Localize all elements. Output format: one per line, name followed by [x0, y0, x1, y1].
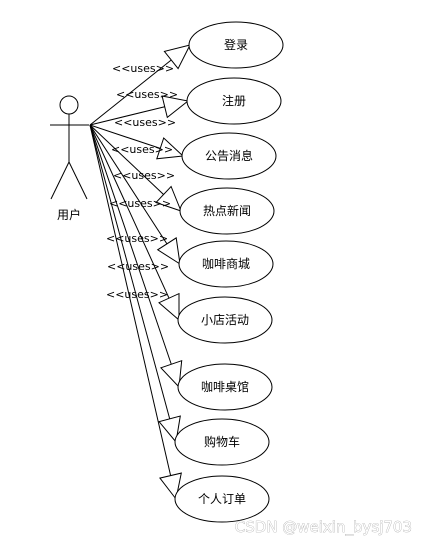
arrowhead [155, 185, 182, 212]
arrowhead [158, 292, 180, 322]
association-links: <<uses>> <<uses>> <<uses>> <<uses>> <<uses>>… [89, 44, 191, 501]
arrowhead [159, 472, 182, 501]
actor-figure: 用户 [50, 95, 89, 222]
uses-line [89, 124, 161, 149]
uses-label: <<uses>> [113, 169, 175, 182]
arrowhead [163, 44, 191, 70]
use-case-label: 个人订单 [198, 492, 246, 506]
use-case-ellipse [174, 475, 270, 523]
actor-label: 用户 [57, 207, 81, 222]
arrowhead [156, 237, 181, 266]
actor-head [59, 95, 79, 115]
watermark: CSDN @weixin_bysj703 [235, 518, 412, 537]
use-case-label: 登录 [224, 37, 248, 52]
uses-line [89, 124, 171, 419]
actor-right-leg [68, 161, 88, 200]
use-case-label: 热点新闻 [203, 203, 251, 218]
use-case-label: 公告消息 [205, 148, 253, 163]
use-case-label: 注册 [222, 93, 246, 108]
uses-label: <<uses>> [111, 143, 173, 156]
actor-left-leg [50, 161, 70, 200]
use-case-label: 咖啡商城 [202, 256, 250, 271]
uses-line [89, 124, 172, 476]
use-case-ellipse [177, 363, 273, 411]
uses-label: <<uses>> [112, 62, 174, 75]
uses-line [89, 59, 172, 126]
use-case-ellipse [188, 21, 284, 69]
arrowhead [161, 95, 190, 119]
uses-line [89, 124, 170, 299]
uses-line [89, 106, 165, 126]
uses-label: <<uses>> [107, 260, 169, 273]
uses-label: <<uses>> [116, 88, 178, 101]
uses-line [89, 124, 164, 195]
use-case-label: 咖啡桌馆 [201, 379, 249, 394]
use-case-label: 购物车 [204, 434, 240, 449]
arrowhead [160, 359, 183, 389]
use-case-ellipse [174, 418, 270, 466]
uses-line [89, 124, 172, 365]
arrowhead [156, 137, 185, 160]
use-case-ellipse [179, 187, 275, 235]
use-case-ellipse [178, 240, 274, 288]
uses-line [89, 124, 168, 245]
use-case-ellipse [186, 77, 282, 125]
use-case-ellipse [181, 132, 277, 180]
arrowhead [158, 415, 181, 444]
use-case-ellipse [177, 296, 273, 344]
use-case-label: 小店活动 [201, 313, 249, 327]
uses-label: <<uses>> [109, 197, 171, 210]
uses-label: <<uses>> [114, 116, 176, 129]
uses-label: <<uses>> [106, 288, 168, 301]
